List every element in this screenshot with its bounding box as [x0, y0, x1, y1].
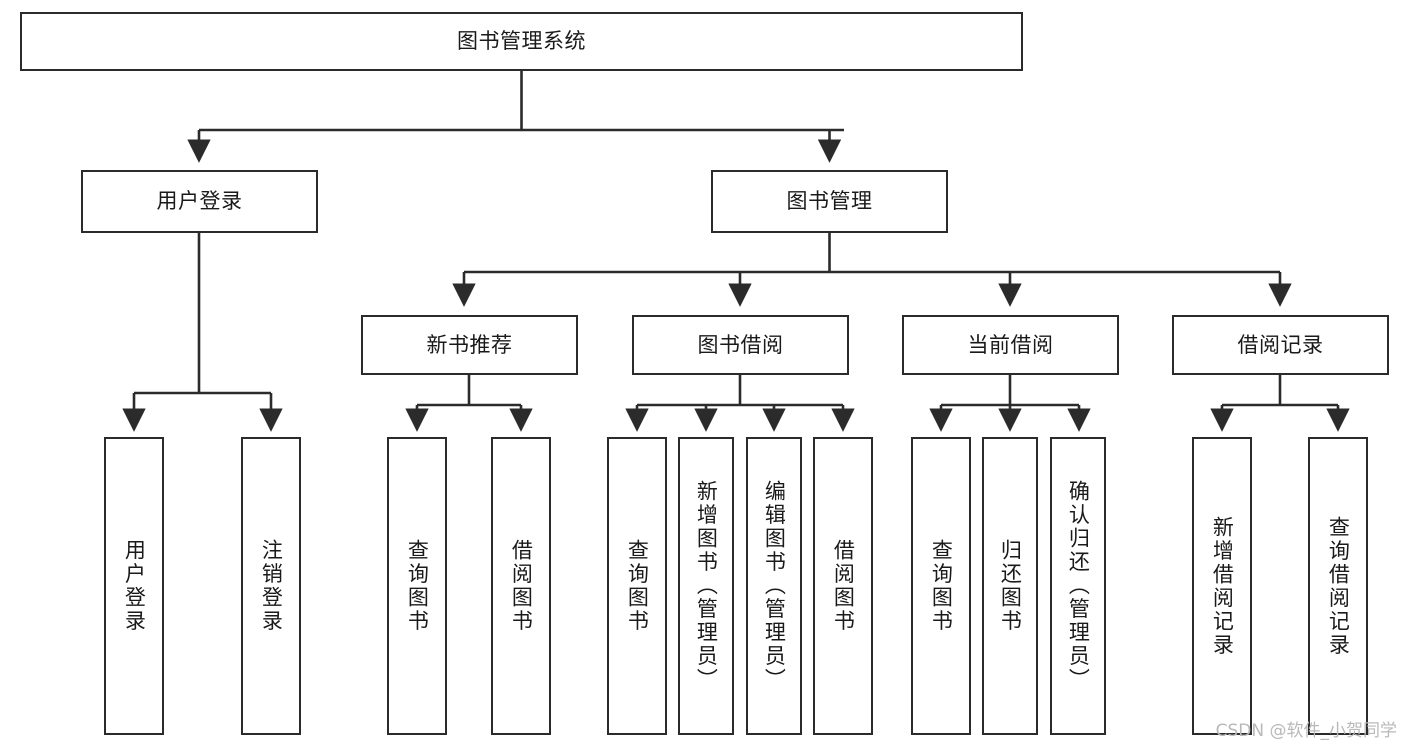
node-leaf-user-login[interactable]: 用户登录 [104, 437, 164, 735]
node-user-login[interactable]: 用户登录 [81, 170, 318, 233]
edges-borrowrecord-to-leaves [1210, 375, 1350, 432]
node-leaf-edit-book-admin[interactable]: 编辑图书（管理员） [746, 437, 802, 735]
node-label: 借阅图书 [831, 539, 856, 633]
edges-currentborrow-to-leaves [929, 375, 1091, 432]
node-root-system[interactable]: 图书管理系统 [20, 12, 1023, 71]
node-label: 新书推荐 [426, 332, 513, 357]
node-leaf-query-book-recommend[interactable]: 查询图书 [387, 437, 447, 735]
node-label: 图书管理 [786, 189, 873, 214]
node-label: 注销登录 [259, 539, 284, 633]
node-leaf-return-book[interactable]: 归还图书 [982, 437, 1038, 735]
node-book-borrow[interactable]: 图书借阅 [632, 315, 849, 375]
node-leaf-add-book-admin[interactable]: 新增图书（管理员） [678, 437, 734, 735]
node-label: 查询借阅记录 [1326, 515, 1351, 657]
edges-newbook-to-leaves [405, 375, 533, 432]
node-label: 确认归还（管理员） [1066, 480, 1091, 692]
edges-root-to-level2 [187, 71, 844, 163]
node-label: 查询图书 [929, 539, 954, 633]
node-label: 用户登录 [156, 189, 243, 214]
edges-bookborrow-to-leaves [625, 375, 855, 432]
edges-bookmgmt-to-level3 [452, 233, 1292, 307]
edges-userlogin-to-leaves [122, 233, 283, 432]
node-leaf-borrow-book[interactable]: 借阅图书 [813, 437, 873, 735]
node-leaf-confirm-return-admin[interactable]: 确认归还（管理员） [1050, 437, 1106, 735]
node-label: 新增图书（管理员） [694, 480, 719, 692]
node-label: 借阅图书 [509, 539, 534, 633]
node-current-borrow[interactable]: 当前借阅 [902, 315, 1119, 375]
node-label: 图书借阅 [697, 332, 784, 357]
node-label: 当前借阅 [967, 332, 1054, 357]
node-label: 编辑图书（管理员） [762, 480, 787, 692]
node-label: 查询图书 [625, 539, 650, 633]
node-label: 用户登录 [122, 539, 147, 633]
node-leaf-query-book-borrow[interactable]: 查询图书 [607, 437, 667, 735]
node-label: 新增借阅记录 [1210, 515, 1235, 657]
node-borrow-record[interactable]: 借阅记录 [1172, 315, 1389, 375]
node-new-book-recommend[interactable]: 新书推荐 [361, 315, 578, 375]
node-label: 借阅记录 [1237, 332, 1324, 357]
node-label: 归还图书 [998, 539, 1023, 633]
node-book-management[interactable]: 图书管理 [711, 170, 948, 233]
node-label: 查询图书 [405, 539, 430, 633]
node-leaf-query-borrow-record[interactable]: 查询借阅记录 [1308, 437, 1368, 735]
node-label: 图书管理系统 [457, 29, 586, 54]
node-leaf-logout[interactable]: 注销登录 [241, 437, 301, 735]
node-leaf-query-book-current[interactable]: 查询图书 [911, 437, 971, 735]
node-leaf-borrow-book-recommend[interactable]: 借阅图书 [491, 437, 551, 735]
node-leaf-add-borrow-record[interactable]: 新增借阅记录 [1192, 437, 1252, 735]
